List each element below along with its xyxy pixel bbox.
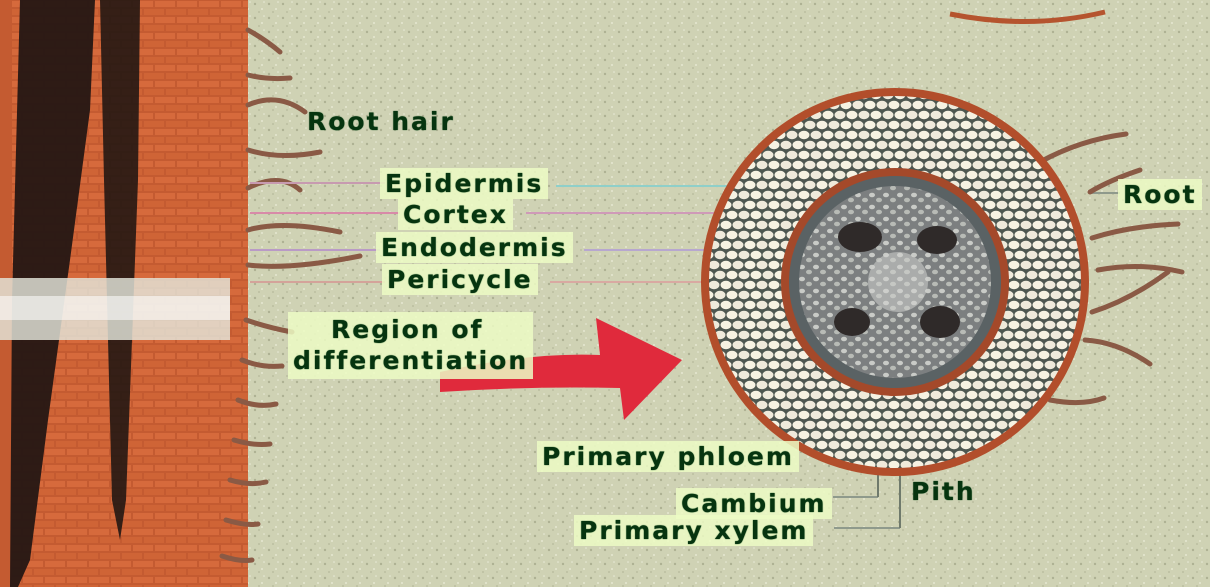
label-region-line2: differentiation: [293, 346, 528, 375]
label-primary-xylem: Primary xylem: [574, 515, 813, 546]
label-cortex: Cortex: [398, 199, 513, 230]
root-longitudinal-section: [0, 0, 248, 587]
label-pericycle: Pericycle: [382, 264, 538, 295]
label-root: Root: [1118, 179, 1202, 210]
label-endodermis: Endodermis: [376, 232, 573, 263]
label-root-hair: Root hair: [302, 106, 460, 137]
label-pith: Pith: [906, 476, 981, 507]
label-region-line1: Region of: [293, 315, 483, 344]
label-primary-phloem: Primary phloem: [537, 441, 799, 472]
label-epidermis: Epidermis: [380, 168, 548, 199]
